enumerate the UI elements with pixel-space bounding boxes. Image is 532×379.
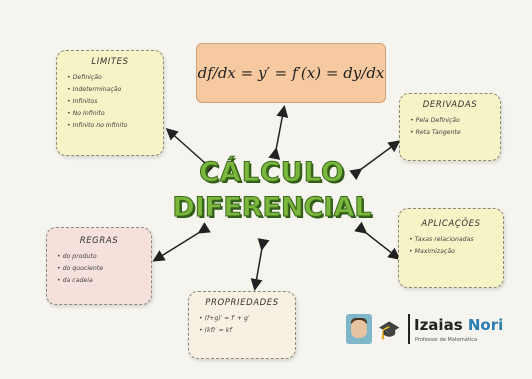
logo-first-name: Izaias bbox=[414, 316, 463, 334]
list-item: Pela Definição bbox=[410, 115, 500, 127]
derivative-formula: df/dx = y′ = f′(x) = dy/dx bbox=[196, 43, 386, 103]
card-list: Taxas relacionadas Maximização bbox=[399, 234, 503, 258]
list-item: Reta Tangente bbox=[410, 127, 500, 139]
card-heading: PROPRIEDADES bbox=[205, 298, 279, 308]
arrow-to-propriedades bbox=[250, 238, 270, 291]
list-item: do produto bbox=[57, 251, 151, 263]
list-item: Indeterminação bbox=[67, 84, 163, 96]
arrow-to-derivadas bbox=[349, 140, 401, 181]
arrow-to-formula bbox=[268, 105, 289, 160]
list-item: Infinitos bbox=[67, 96, 163, 108]
list-item: Definição bbox=[67, 72, 163, 84]
card-list: Definição Indeterminação Infinitos No In… bbox=[57, 72, 163, 132]
arrow-to-aplicacoes bbox=[354, 221, 401, 260]
list-item: Taxas relacionadas bbox=[409, 234, 503, 246]
card-limites: LIMITES Definição Indeterminação Infinit… bbox=[56, 50, 164, 156]
card-heading: DERIVADAS bbox=[422, 100, 478, 110]
logo-subtitle: Professor de Matemática bbox=[415, 337, 478, 343]
list-item: Infinito no Infinito bbox=[67, 120, 163, 132]
card-heading: LIMITES bbox=[91, 57, 129, 67]
card-list: do produto do quociente da cadeia bbox=[47, 251, 151, 287]
title-line-2: DIFERENCIAL bbox=[172, 192, 372, 224]
list-item: (kf)′ = kf′ bbox=[199, 325, 295, 337]
list-item: (f+g)′ = f′ + g′ bbox=[199, 313, 295, 325]
list-item: da cadeia bbox=[57, 275, 151, 287]
avatar bbox=[346, 314, 372, 344]
author-logo: 🎓 Izaias Nori Professor de Matemática bbox=[346, 312, 512, 350]
main-title: CÁLCULO DIFERENCIAL bbox=[162, 156, 382, 226]
list-item: Maximização bbox=[409, 246, 503, 258]
card-list: (f+g)′ = f′ + g′ (kf)′ = kf′ bbox=[189, 313, 295, 337]
arrow-to-limites bbox=[165, 128, 216, 174]
arrow-to-regras bbox=[152, 222, 211, 262]
card-propriedades: PROPRIEDADES (f+g)′ = f′ + g′ (kf)′ = kf… bbox=[188, 291, 296, 359]
card-heading: APLICAÇÕES bbox=[421, 219, 481, 229]
card-aplicacoes: APLICAÇÕES Taxas relacionadas Maximizaçã… bbox=[398, 208, 504, 288]
logo-name: Izaias Nori bbox=[414, 316, 503, 334]
card-regras: REGRAS do produto do quociente da cadeia bbox=[46, 227, 152, 305]
card-heading: REGRAS bbox=[79, 236, 119, 246]
logo-divider bbox=[408, 314, 410, 344]
list-item: No Infinito bbox=[67, 108, 163, 120]
card-derivadas: DERIVADAS Pela Definição Reta Tangente bbox=[399, 93, 501, 161]
card-list: Pela Definição Reta Tangente bbox=[400, 115, 500, 139]
title-line-1: CÁLCULO bbox=[199, 157, 345, 189]
logo-last-name: Nori bbox=[467, 316, 504, 334]
graduation-cap-icon: 🎓 bbox=[378, 320, 401, 341]
list-item: do quociente bbox=[57, 263, 151, 275]
